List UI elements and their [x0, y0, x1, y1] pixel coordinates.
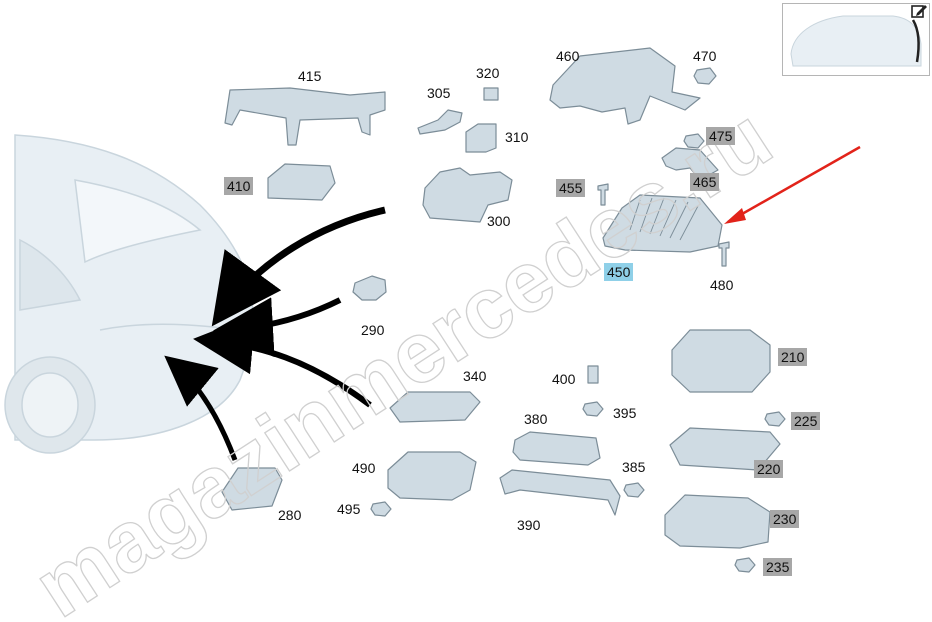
part-490-module[interactable] [387, 451, 477, 501]
label-390[interactable]: 390 [517, 517, 541, 533]
label-480[interactable]: 480 [710, 277, 734, 293]
label-220[interactable]: 220 [754, 460, 784, 478]
label-235[interactable]: 235 [763, 558, 793, 576]
part-460-cover[interactable] [549, 47, 701, 125]
part-475-nut[interactable] [683, 133, 705, 149]
part-395-nut[interactable] [582, 401, 604, 417]
label-340[interactable]: 340 [463, 368, 487, 384]
label-475[interactable]: 475 [706, 127, 736, 145]
part-235-nut[interactable] [734, 557, 756, 573]
vehicle-rear-illustration [4, 134, 254, 454]
label-385[interactable]: 385 [622, 459, 646, 475]
label-320[interactable]: 320 [476, 65, 500, 81]
part-410-module[interactable] [267, 163, 336, 201]
part-385-nut[interactable] [623, 482, 645, 498]
part-280-module[interactable] [221, 467, 283, 511]
part-340-module[interactable] [389, 391, 481, 423]
label-230[interactable]: 230 [770, 510, 800, 528]
label-455[interactable]: 455 [556, 179, 586, 197]
part-480-bolt[interactable] [718, 241, 730, 267]
label-210[interactable]: 210 [778, 348, 808, 366]
part-305-bracket[interactable] [417, 109, 463, 135]
label-300[interactable]: 300 [487, 213, 511, 229]
label-470[interactable]: 470 [693, 48, 717, 64]
label-400[interactable]: 400 [552, 371, 576, 387]
vehicle-thumbnail-image [790, 15, 922, 67]
part-210-charger-module[interactable] [671, 329, 771, 393]
label-495[interactable]: 495 [337, 501, 361, 517]
label-395[interactable]: 395 [613, 405, 637, 421]
part-380-module[interactable] [512, 431, 601, 466]
part-290-grommet[interactable] [352, 275, 387, 301]
label-310[interactable]: 310 [505, 129, 529, 145]
label-415[interactable]: 415 [298, 68, 322, 84]
label-460[interactable]: 460 [556, 48, 580, 64]
label-490[interactable]: 490 [352, 460, 376, 476]
label-450[interactable]: 450 [604, 263, 634, 281]
label-290[interactable]: 290 [361, 322, 385, 338]
label-305[interactable]: 305 [427, 85, 451, 101]
edit-pencil-icon[interactable] [910, 2, 928, 20]
part-400-bolt[interactable] [587, 365, 599, 384]
part-300-fuse-box[interactable] [422, 167, 513, 223]
red-pointer-arrow [727, 145, 861, 224]
part-390-bracket[interactable] [499, 469, 621, 516]
label-465[interactable]: 465 [690, 173, 720, 191]
part-320-fuse[interactable] [483, 87, 499, 101]
label-380[interactable]: 380 [524, 411, 548, 427]
part-455-bolt[interactable] [597, 183, 609, 206]
part-220-cover-plate[interactable] [669, 427, 781, 471]
part-450-fins [629, 197, 699, 241]
label-280[interactable]: 280 [278, 507, 302, 523]
callout-arrows [164, 206, 386, 461]
vehicle-thumbnail[interactable] [782, 3, 930, 76]
label-410[interactable]: 410 [224, 177, 254, 195]
red-pointer-arrowhead [724, 208, 746, 224]
part-470-nut[interactable] [693, 67, 717, 85]
part-310-relay[interactable] [465, 123, 497, 153]
part-495-nut[interactable] [370, 501, 392, 517]
part-450-control-unit[interactable] [602, 194, 723, 253]
part-415-tray[interactable] [224, 87, 386, 146]
part-230-converter-module[interactable] [664, 494, 771, 549]
part-225-nut[interactable] [764, 411, 786, 427]
label-225[interactable]: 225 [791, 412, 821, 430]
